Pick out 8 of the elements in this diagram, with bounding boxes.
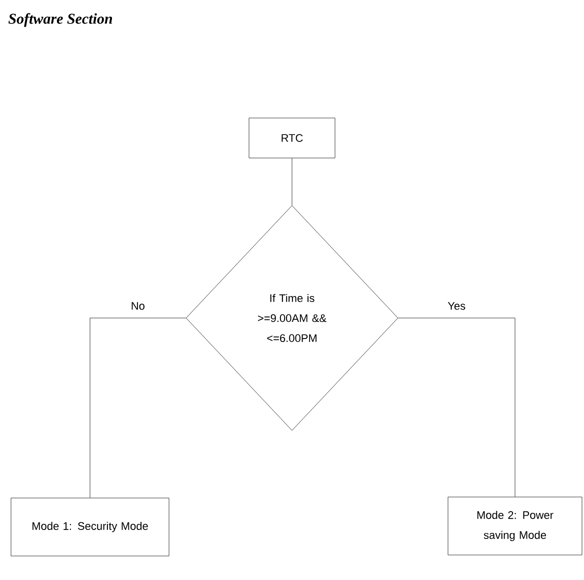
process-box: Mode 2: Power saving Mode <box>448 496 582 556</box>
connector-line <box>90 318 186 498</box>
edge-label: No <box>128 300 147 312</box>
connector-line <box>398 318 516 497</box>
edge-label: Yes <box>446 300 468 312</box>
title: Software Section <box>8 13 112 27</box>
process-box: RTC <box>248 118 336 158</box>
process-box: Mode 1: Security Mode <box>10 498 170 556</box>
